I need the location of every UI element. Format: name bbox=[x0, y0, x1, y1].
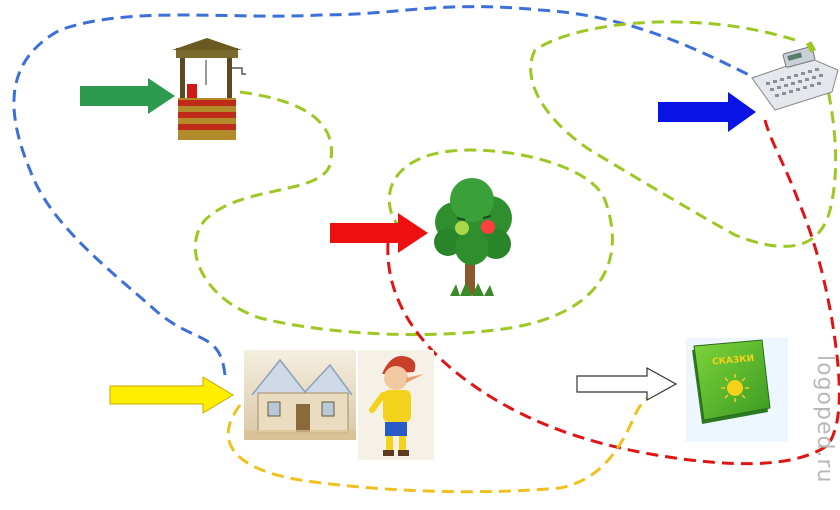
fairy-house-icon bbox=[244, 350, 356, 440]
book-title: СКАЗКИ bbox=[712, 354, 755, 368]
watermark-text: logoped.ru bbox=[812, 355, 837, 483]
blue-arrow bbox=[658, 92, 756, 132]
green-dashed-path bbox=[193, 20, 838, 337]
white-arrow bbox=[576, 366, 678, 402]
apple-tree-icon bbox=[434, 178, 512, 296]
blue-dashed-path bbox=[12, 5, 756, 376]
fairy-tale-boy-icon bbox=[358, 350, 434, 460]
red-dashed-path bbox=[386, 119, 840, 466]
yellow-arrow bbox=[109, 376, 234, 414]
red-arrow bbox=[330, 213, 428, 253]
typewriter-icon bbox=[751, 41, 839, 111]
green-arrow bbox=[80, 78, 175, 114]
wishing-well-icon bbox=[172, 38, 246, 140]
fairy-tale-book-icon: СКАЗКИ bbox=[686, 338, 788, 442]
